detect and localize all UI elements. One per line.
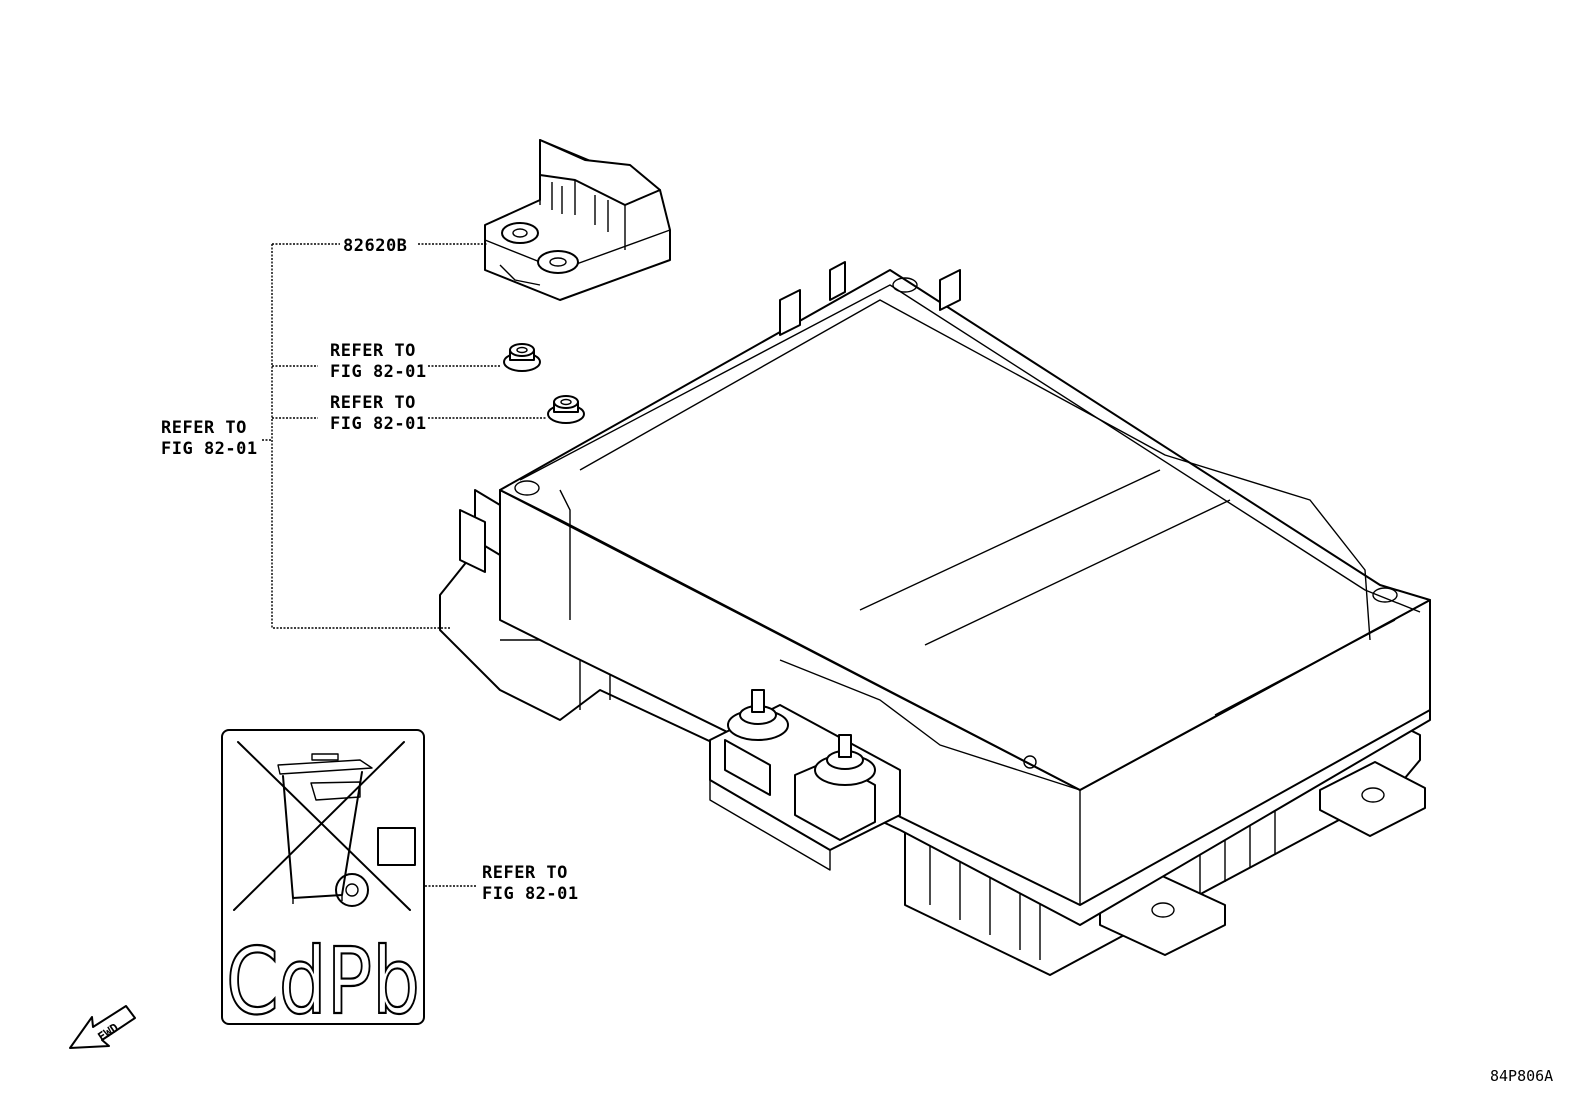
main-unit[interactable] [439,261,1431,976]
refer-main-line1[interactable]: REFER TO [161,418,247,438]
leader-lines [262,243,546,887]
crossed-out-bin-icon [233,741,416,911]
nut-lower[interactable] [547,395,585,424]
figure-code: 84P806A [1490,1067,1553,1085]
refer-nut-1-line1[interactable]: REFER TO [330,341,416,361]
caution-label[interactable]: CdPb [221,729,425,1036]
refer-nut-2-line1[interactable]: REFER TO [330,393,416,413]
part-number-label[interactable]: 82620B [343,236,407,256]
refer-main-line2[interactable]: FIG 82-01 [161,439,258,459]
refer-nut-1-line2[interactable]: FIG 82-01 [330,362,427,382]
refer-label-line2[interactable]: FIG 82-01 [482,884,579,904]
refer-label-line1[interactable]: REFER TO [482,863,568,883]
fwd-arrow-icon: FWD [69,1005,136,1049]
fuse-block-82620b[interactable] [484,139,671,301]
refer-nut-2-line2[interactable]: FIG 82-01 [330,414,427,434]
terminal-block[interactable] [709,689,901,871]
nut-upper[interactable] [503,343,541,372]
cdpb-text: CdPb [226,928,420,1035]
